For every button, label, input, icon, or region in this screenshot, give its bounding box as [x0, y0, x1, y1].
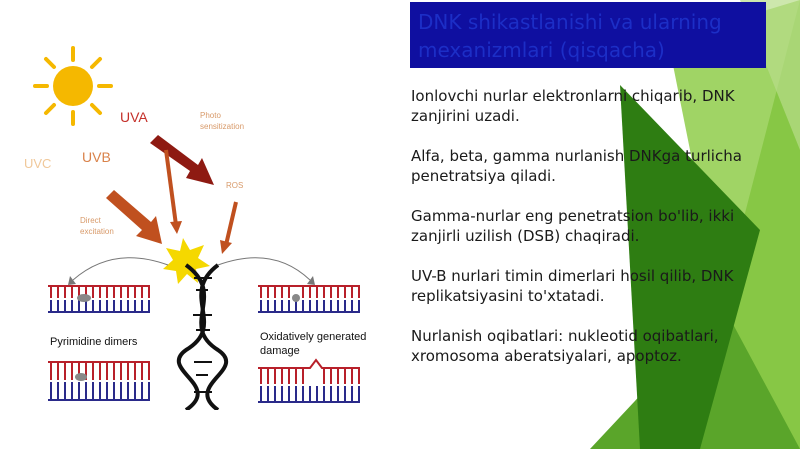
- curve-left: [72, 257, 169, 281]
- slide-title-box: DNK shikastlanishi va ularning mexanizml…: [410, 2, 766, 68]
- dna-helix-icon: [176, 263, 228, 410]
- deco-green-dark: [620, 85, 760, 449]
- bullet-list: Ionlovchi nurlar elektronlarni chiqarib,…: [411, 86, 761, 386]
- pyrimidine-strand-top: [48, 285, 150, 313]
- bullet-2: Alfa, beta, gamma nurlanish DNKga turlic…: [411, 147, 742, 185]
- bullet-1: Ionlovchi nurlar elektronlarni chiqarib,…: [411, 87, 735, 125]
- pyrimidine-strand-bottom: [48, 361, 150, 401]
- bullet-4: UV-B nurlari timin dimerlari hosil qilib…: [411, 267, 734, 305]
- bullet-5: Nurlanish oqibatlari: nukleotid oqibatla…: [411, 327, 719, 365]
- ros-label: ROS: [226, 181, 243, 190]
- oxidative-strand-bottom: [258, 358, 360, 403]
- curve-right: [217, 257, 311, 281]
- uvb-label: UVB: [82, 149, 111, 165]
- impact-starburst: [163, 238, 210, 284]
- pyrimidine-label: Pyrimidine dimers: [50, 336, 138, 348]
- bullet-3: Gamma-nurlar eng penetratsion bo'lib, ik…: [411, 207, 735, 245]
- oxidative-strand-top: [258, 285, 360, 313]
- uvb-arrow: [106, 190, 162, 244]
- curve-left-head: [68, 276, 76, 285]
- sun-icon: [33, 46, 113, 126]
- photo-arrow: [164, 149, 182, 234]
- curve-right-head: [307, 276, 315, 285]
- slide-title: DNK shikastlanishi va ularning mexanizml…: [418, 10, 722, 62]
- uvc-label: UVC: [24, 156, 51, 171]
- ros-arrow: [220, 201, 238, 254]
- uva-arrow: [150, 135, 214, 185]
- uva-label: UVA: [120, 109, 148, 125]
